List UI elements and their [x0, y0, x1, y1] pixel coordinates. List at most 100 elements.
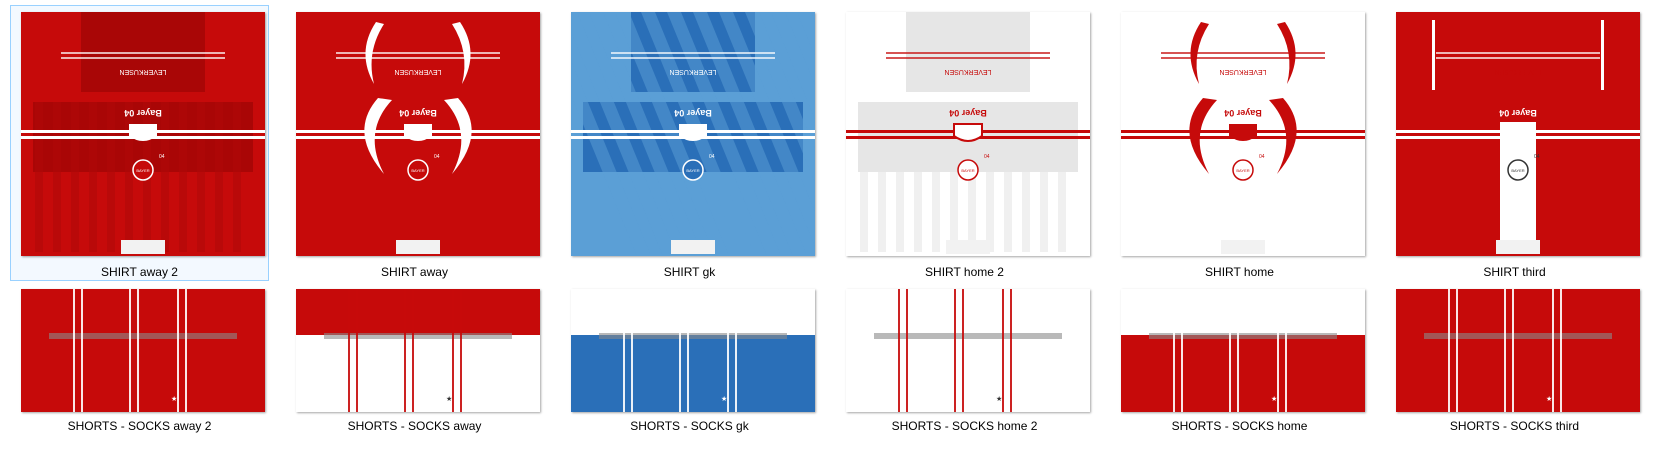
sponsor-text: LEVERKUSEN — [1219, 68, 1266, 75]
sleeve-stripe — [1601, 20, 1604, 90]
sock-stripe — [1504, 289, 1506, 412]
sock-stripe — [452, 289, 454, 412]
file-tile-shorts-gk[interactable]: ★ SHORTS - SOCKS gk — [560, 285, 819, 445]
center-panel — [1500, 122, 1536, 246]
sock-stripe — [81, 289, 83, 412]
pinstripe — [950, 102, 958, 252]
collar — [1504, 124, 1532, 141]
kit-thumbnail: ★ — [1121, 289, 1365, 412]
pinstripe — [125, 102, 133, 252]
shorts-socks-texture-image: ★ — [296, 289, 540, 412]
club-badge — [132, 159, 154, 181]
club-name-text: Bayer 04 — [124, 108, 162, 118]
brand-logo-icon: ★ — [171, 395, 177, 403]
sleeve-curve — [1189, 98, 1217, 174]
sock-stripe — [460, 289, 462, 412]
back-stripe — [336, 52, 500, 54]
shorts-area — [846, 335, 1090, 412]
kit-thumbnail: ★ — [571, 289, 815, 412]
socks-area — [846, 289, 1090, 335]
sock-stripe — [1512, 289, 1514, 412]
collar — [953, 123, 983, 142]
hem-tag — [121, 240, 165, 254]
back-stripe — [1436, 57, 1600, 59]
diagonal-stripe — [797, 12, 815, 56]
collar — [404, 124, 432, 141]
sock-stripe — [623, 289, 625, 412]
sock-stripe — [906, 289, 908, 412]
sock-stripe — [348, 289, 350, 412]
back-stripe — [61, 57, 225, 59]
badge-text: BAYER — [136, 168, 149, 173]
shorts-area — [1396, 335, 1640, 412]
file-tile-shorts-away[interactable]: ★ SHORTS - SOCKS away — [285, 285, 544, 445]
socks-area — [21, 289, 265, 335]
sock-stripe — [404, 289, 406, 412]
sleeve-curve — [444, 98, 472, 174]
diagonal-stripe — [745, 12, 815, 183]
sock-stripe — [73, 289, 75, 412]
pinstripe — [1004, 102, 1012, 252]
shorts-socks-texture-image: ★ — [1396, 289, 1640, 412]
socks-area — [571, 289, 815, 335]
sleeve-curve — [1269, 98, 1297, 174]
sock-stripe — [185, 289, 187, 412]
sock-stripe — [1552, 289, 1554, 412]
shorts-socks-texture-image: ★ — [1121, 289, 1365, 412]
diagonal-stripe — [667, 12, 781, 256]
club-badge — [957, 159, 979, 181]
back-stripe — [886, 57, 1050, 59]
club-badge — [407, 159, 429, 181]
diagonal-stripe — [589, 12, 703, 256]
club-name-text: Bayer 04 — [1499, 108, 1537, 118]
number-text: 04 — [709, 154, 715, 160]
file-tile-shorts-away2[interactable]: ★ SHORTS - SOCKS away 2 — [10, 285, 269, 445]
club-badge — [1232, 159, 1254, 181]
back-stripe — [61, 52, 225, 54]
badge-text: BAYER — [1236, 168, 1249, 173]
file-tile-shorts-third[interactable]: ★ SHORTS - SOCKS third — [1385, 285, 1644, 445]
badge-text: BAYER — [686, 168, 699, 173]
sock-stripe — [1237, 289, 1239, 412]
waistband — [1149, 333, 1337, 339]
collar — [679, 124, 707, 141]
sponsor-text: LEVERKUSEN — [944, 68, 991, 75]
file-tile-shorts-home2[interactable]: ★ SHORTS - SOCKS home 2 — [835, 285, 1094, 445]
sleeve-curve — [365, 22, 384, 84]
shorts-socks-texture-image: ★ — [21, 289, 265, 412]
pinstripe — [896, 102, 904, 252]
sponsor-text: LEVERKUSEN — [1494, 68, 1541, 75]
brand-logo-icon: ★ — [721, 395, 727, 403]
kit-thumbnail: ★ — [846, 289, 1090, 412]
sleeve-curve — [1277, 22, 1296, 84]
back-stripe — [1161, 57, 1325, 59]
shorts-socks-texture-image: ★ — [846, 289, 1090, 412]
file-tile-shorts-home[interactable]: ★ SHORTS - SOCKS home — [1110, 285, 1369, 445]
sock-stripe — [412, 289, 414, 412]
number-text: 04 — [1259, 154, 1265, 160]
back-stripe — [886, 52, 1050, 54]
sock-stripe — [631, 289, 633, 412]
club-name-text: Bayer 04 — [399, 108, 437, 118]
back-stripe — [611, 52, 775, 54]
pinstripe — [860, 102, 868, 252]
sleeve-curve — [364, 98, 392, 174]
sleeve-curve — [1190, 22, 1209, 84]
waistband — [874, 333, 1062, 339]
sock-stripe — [1285, 289, 1287, 412]
file-name-label: SHORTS - SOCKS away — [347, 419, 482, 433]
sock-stripe — [687, 289, 689, 412]
number-text: 04 — [984, 154, 990, 160]
sock-stripe — [1010, 289, 1012, 412]
